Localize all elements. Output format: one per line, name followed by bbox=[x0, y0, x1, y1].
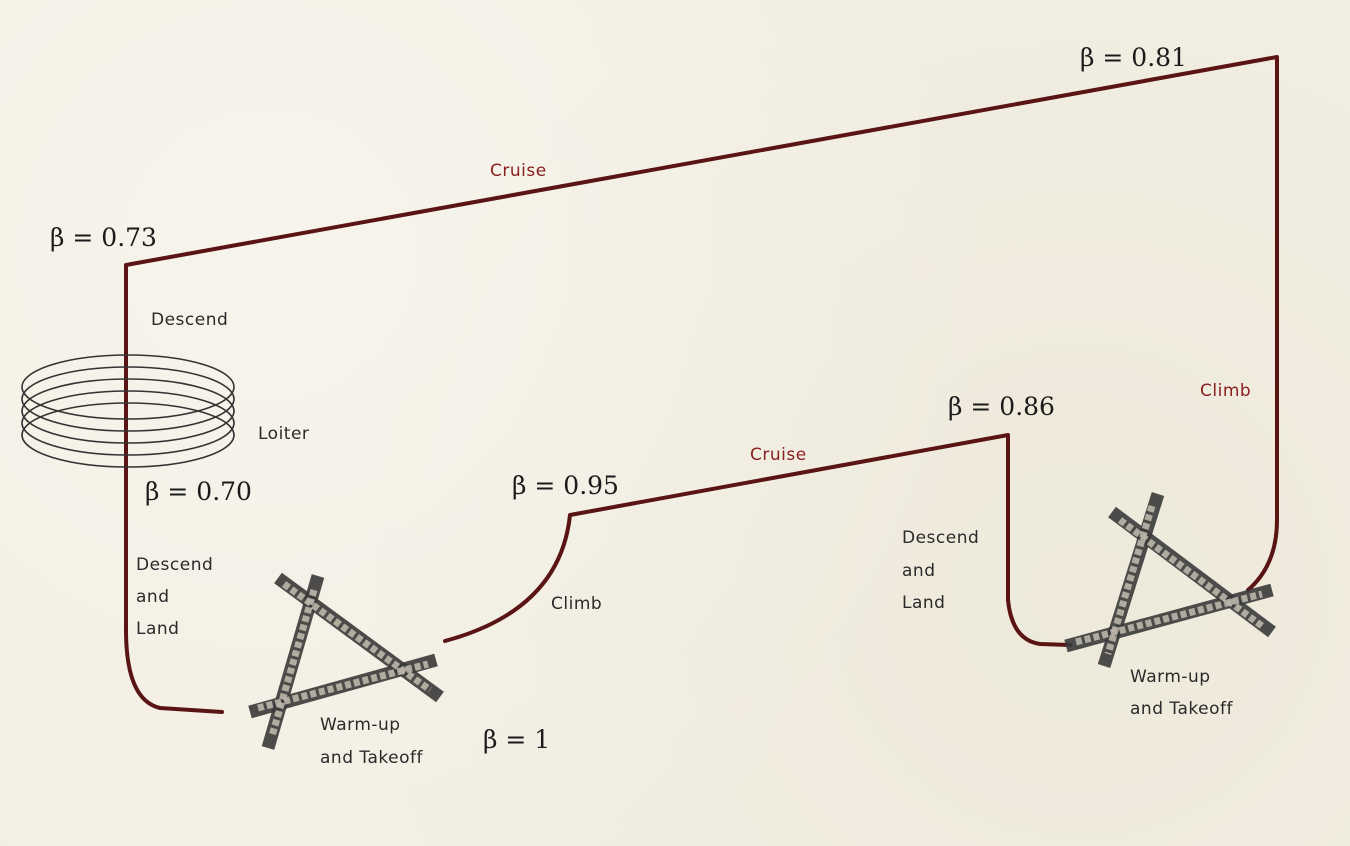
warmup-right-line1: Warm-up bbox=[1130, 667, 1211, 687]
cruise-label-long: Cruise bbox=[490, 161, 547, 181]
mission-path-short bbox=[443, 433, 1072, 647]
descend-land-right-line1: Descend bbox=[902, 528, 979, 548]
descend-land-left-line2: and bbox=[136, 587, 169, 607]
climb-label-left: Climb bbox=[551, 594, 602, 614]
warmup-right-line2: and Takeoff bbox=[1130, 699, 1233, 719]
descend-land-right-line3: Land bbox=[902, 593, 945, 613]
descend-land-left-line3: Land bbox=[136, 619, 179, 639]
descend-land-right-line2: and bbox=[902, 561, 935, 581]
airfield-left-icon bbox=[248, 572, 444, 750]
climb-label-right: Climb bbox=[1200, 381, 1251, 401]
loiter-coil-icon bbox=[21, 354, 235, 468]
beta-label-0-86: β = 0.86 bbox=[948, 392, 1055, 421]
airfield-right-icon bbox=[1064, 492, 1276, 668]
beta-label-0-73: β = 0.73 bbox=[50, 223, 157, 252]
beta-label-0-81: β = 0.81 bbox=[1080, 43, 1187, 72]
warmup-left-line2: and Takeoff bbox=[320, 748, 423, 768]
beta-label-0-95: β = 0.95 bbox=[512, 471, 619, 500]
descend-label-top: Descend bbox=[151, 310, 228, 330]
beta-label-1: β = 1 bbox=[483, 725, 550, 754]
warmup-left-line1: Warm-up bbox=[320, 715, 401, 735]
descend-land-left-line1: Descend bbox=[136, 555, 213, 575]
cruise-label-short: Cruise bbox=[750, 445, 807, 465]
mission-path-long bbox=[124, 55, 1279, 714]
loiter-label: Loiter bbox=[258, 424, 309, 444]
beta-label-0-70: β = 0.70 bbox=[145, 477, 252, 506]
